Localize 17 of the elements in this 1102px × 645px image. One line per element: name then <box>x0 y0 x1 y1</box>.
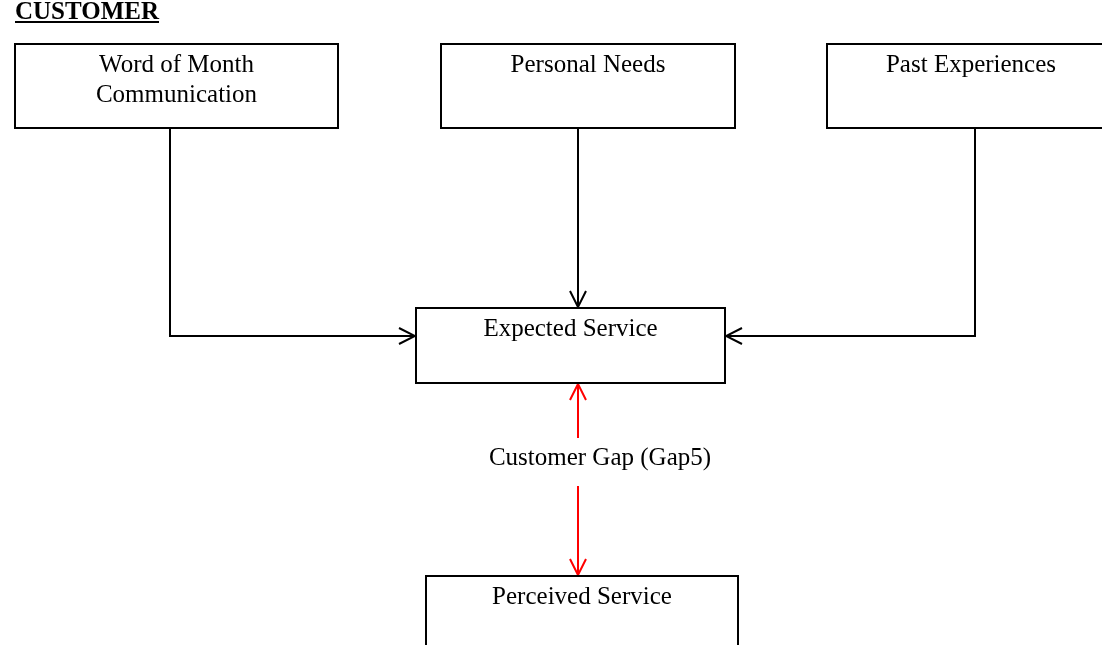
diagram-title: CUSTOMER <box>15 0 159 25</box>
arrow <box>569 485 587 576</box>
process-box <box>14 43 339 129</box>
arrow <box>169 128 416 345</box>
box-label: Expected Service <box>483 313 658 343</box>
arrow <box>725 128 976 345</box>
arrow <box>569 383 587 439</box>
process-box <box>425 575 739 645</box>
process-box <box>415 307 726 384</box>
box-label: Personal Needs <box>510 49 666 79</box>
box-label: Perceived Service <box>492 581 672 611</box>
box-label: Word of Month Communication <box>94 49 259 109</box>
process-box <box>440 43 736 129</box>
gap-label: Customer Gap (Gap5) <box>440 438 760 486</box>
box-label: Past Experiences <box>885 49 1057 79</box>
process-box <box>826 43 1102 129</box>
arrow <box>569 128 587 308</box>
